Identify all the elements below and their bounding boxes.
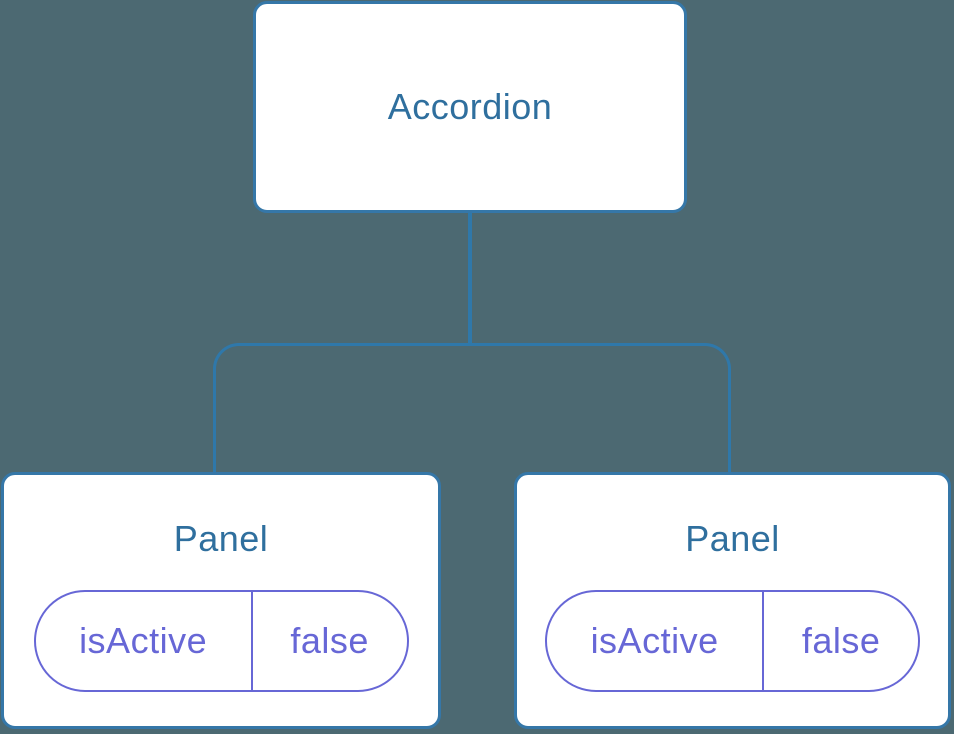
state-pill: isActive false — [33, 590, 409, 693]
panel-node-left: Panel isActive false — [1, 472, 441, 729]
panel-node-right: Panel isActive false — [514, 472, 951, 729]
state-value: false — [801, 620, 881, 662]
state-key: isActive — [547, 592, 765, 691]
state-value: false — [290, 620, 369, 662]
panel-node-label: Panel — [685, 518, 780, 559]
accordion-node: Accordion — [253, 1, 687, 213]
state-pill: isActive false — [545, 590, 920, 693]
panel-node-label: Panel — [173, 518, 269, 559]
state-key: isActive — [36, 592, 253, 691]
connector-branch — [213, 343, 731, 472]
accordion-node-label: Accordion — [387, 86, 553, 127]
connector-stem — [468, 213, 472, 346]
